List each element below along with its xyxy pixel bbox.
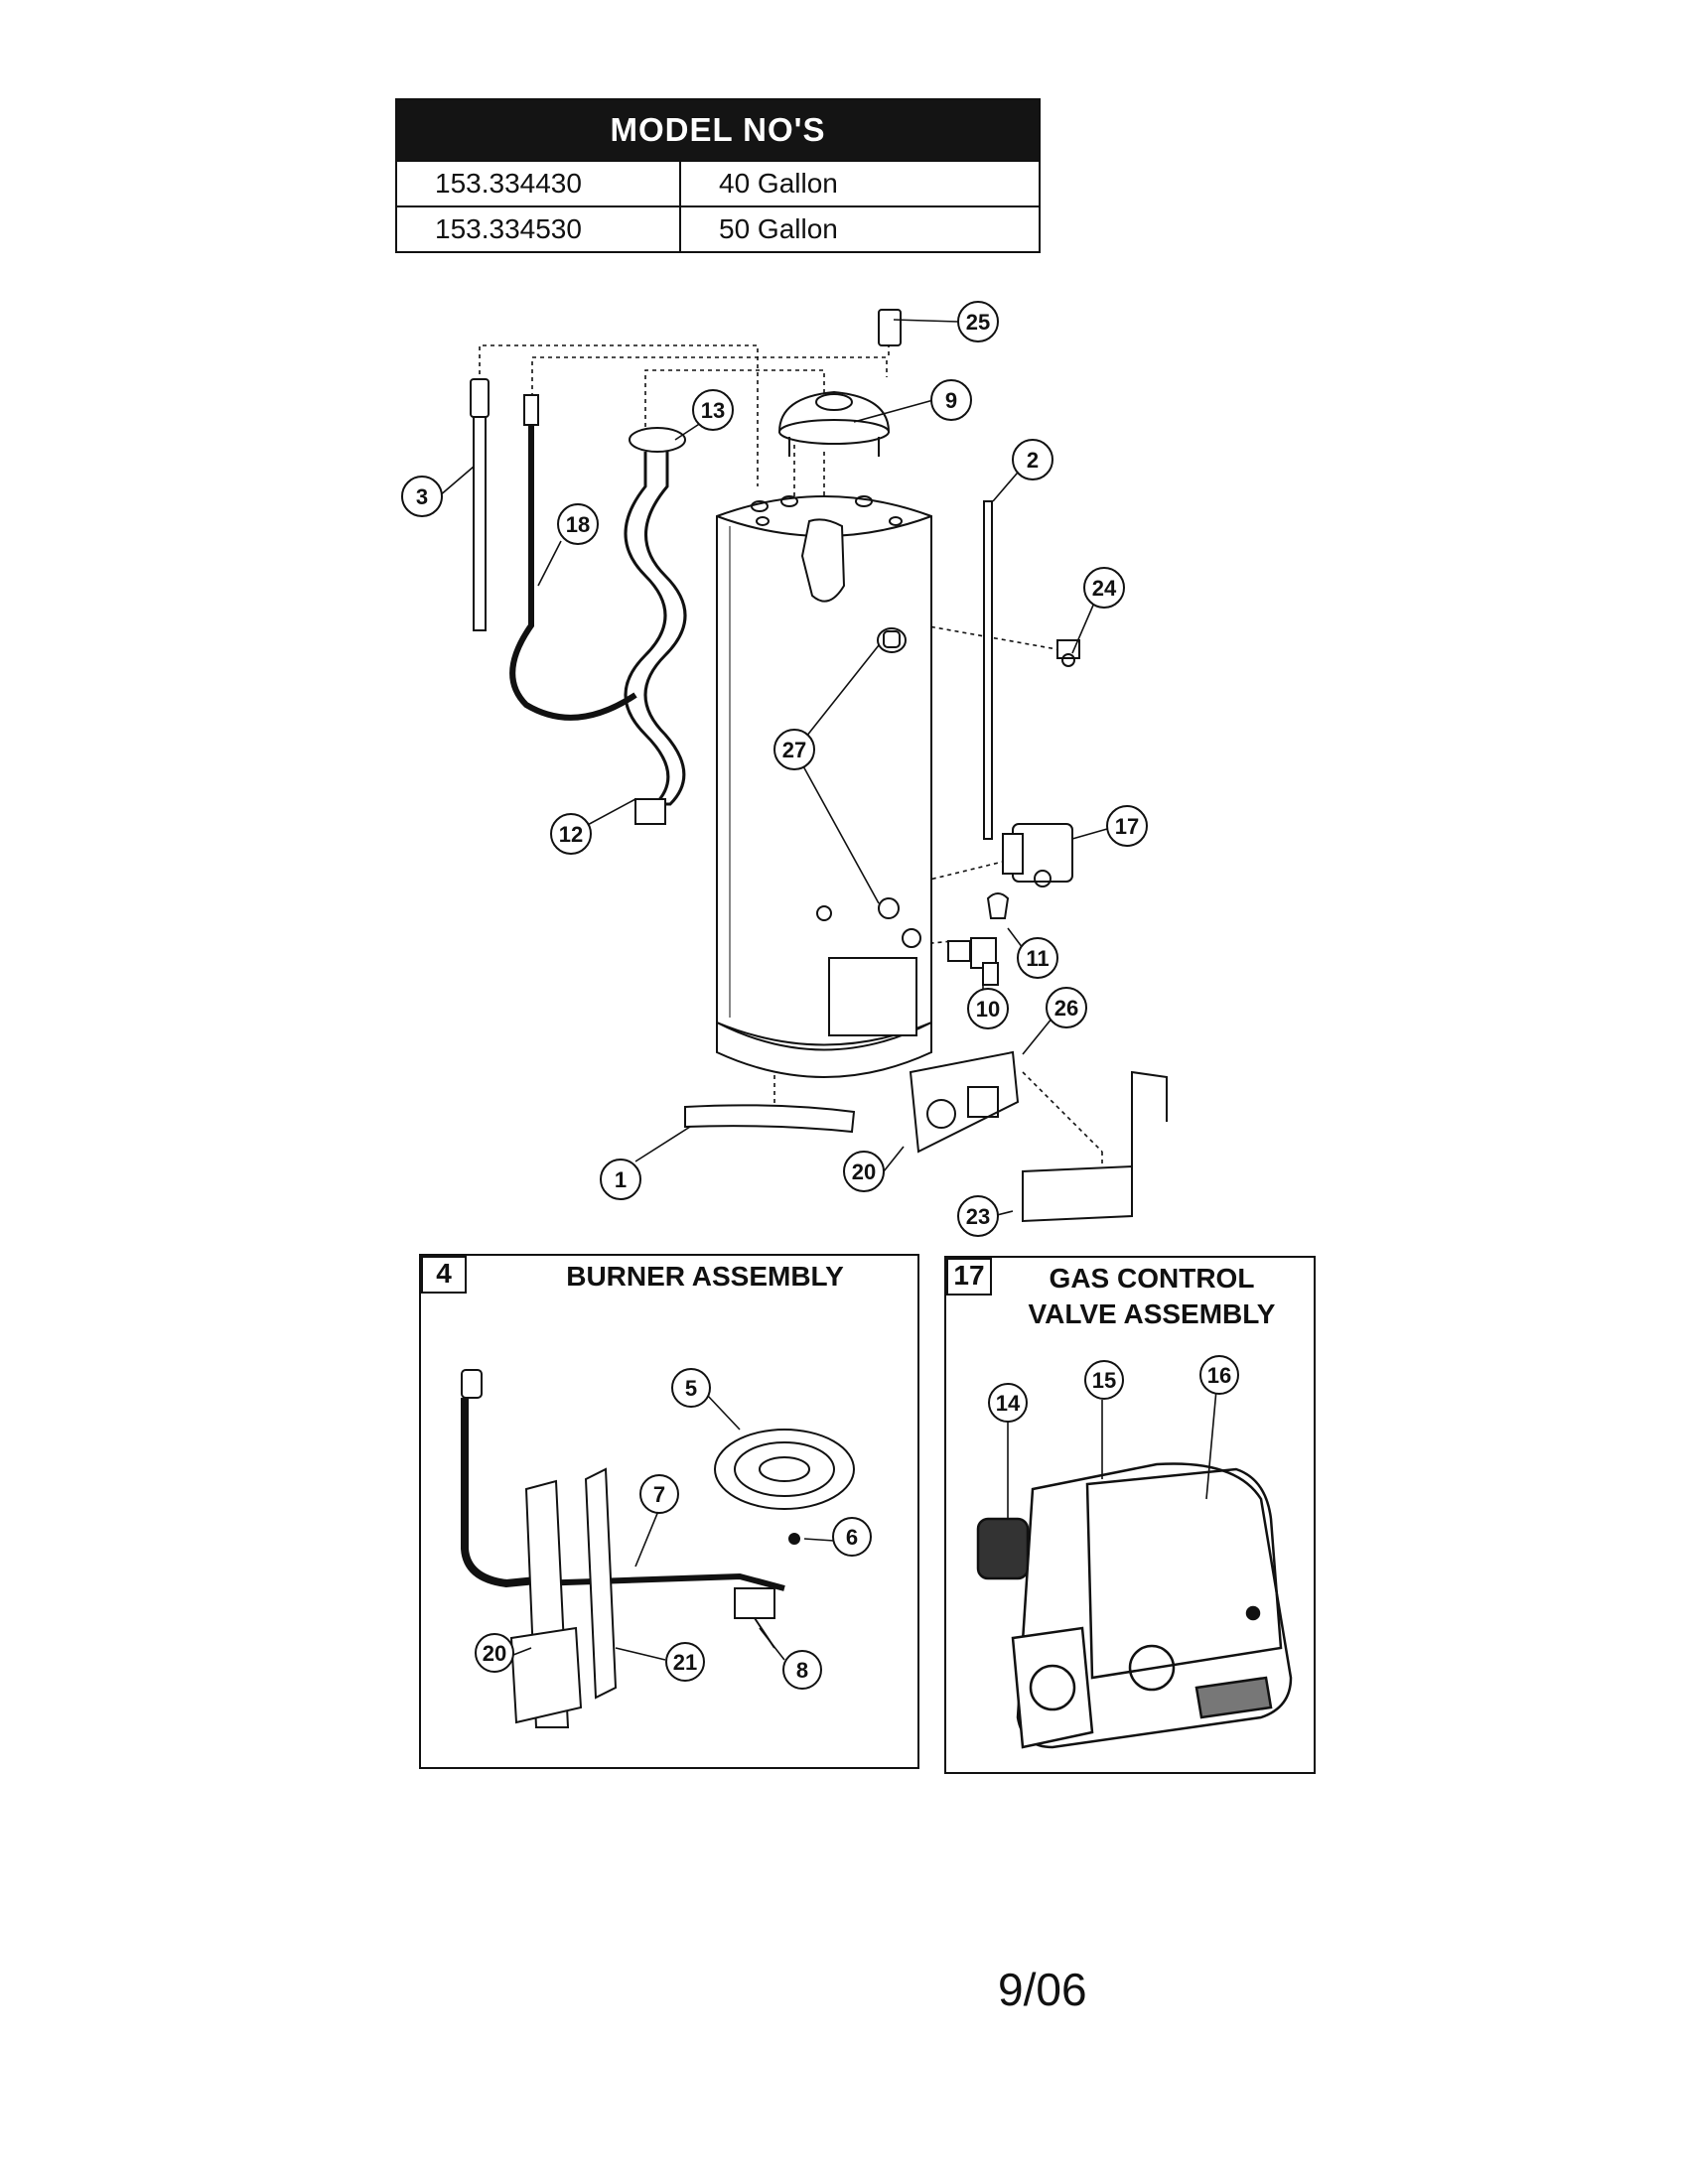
svg-text:23: 23 bbox=[966, 1204, 990, 1229]
svg-text:1: 1 bbox=[615, 1167, 627, 1192]
callouts-main: 25 9 13 2 3 18 24 27 12 17 11 10 26 20 1… bbox=[401, 301, 1148, 1237]
svg-text:16: 16 bbox=[1207, 1363, 1231, 1388]
callout-23: 23 bbox=[957, 1195, 999, 1237]
callout-5: 5 bbox=[671, 1368, 711, 1408]
svg-text:20: 20 bbox=[483, 1641, 506, 1666]
part-2-rod bbox=[983, 500, 993, 840]
svg-text:8: 8 bbox=[796, 1658, 808, 1683]
part-24-valve bbox=[1056, 639, 1080, 667]
callout-7: 7 bbox=[639, 1474, 679, 1514]
svg-text:10: 10 bbox=[976, 997, 1000, 1022]
burner-assembly-title: BURNER ASSEMBLY bbox=[566, 1261, 844, 1292]
part-3-anode-rod bbox=[470, 378, 490, 631]
part-1-base bbox=[684, 1104, 856, 1134]
model-number-cell: 153.334530 bbox=[395, 205, 681, 253]
svg-text:14: 14 bbox=[996, 1391, 1021, 1416]
part-23-outer-door bbox=[1022, 1070, 1168, 1223]
callout-12: 12 bbox=[550, 813, 592, 855]
callout-17: 17 bbox=[1106, 805, 1148, 847]
callouts-burner: 5 7 6 20 21 8 bbox=[475, 1368, 872, 1690]
burner-assembly-number: 4 bbox=[421, 1256, 467, 1294]
part-18-dip-tube bbox=[509, 394, 637, 721]
gas-control-valve-title: GAS CONTROL VALVE ASSEMBLY bbox=[998, 1261, 1306, 1332]
model-table-title: MODEL NO'S bbox=[396, 99, 1040, 161]
model-table-header-row: MODEL NO'S bbox=[396, 99, 1040, 161]
callout-6: 6 bbox=[832, 1517, 872, 1557]
callout-24: 24 bbox=[1083, 567, 1125, 609]
svg-text:25: 25 bbox=[966, 310, 990, 335]
svg-text:5: 5 bbox=[685, 1376, 697, 1401]
svg-text:12: 12 bbox=[559, 822, 583, 847]
part-11-fitting bbox=[986, 892, 1010, 919]
svg-text:17: 17 bbox=[1115, 814, 1139, 839]
callout-1: 1 bbox=[600, 1159, 641, 1200]
water-heater-tank bbox=[716, 495, 932, 1078]
capacity-cell: 40 Gallon bbox=[679, 160, 1041, 207]
svg-text:15: 15 bbox=[1092, 1368, 1116, 1393]
svg-text:2: 2 bbox=[1027, 448, 1039, 473]
table-row: 153.334430 40 Gallon bbox=[395, 160, 1041, 207]
callout-25: 26 bbox=[1046, 987, 1087, 1028]
callout-14: 14 bbox=[988, 1383, 1028, 1423]
svg-text:26: 26 bbox=[1054, 996, 1078, 1021]
svg-text:21: 21 bbox=[673, 1650, 697, 1675]
callout-21: 21 bbox=[665, 1642, 705, 1682]
svg-text:27: 27 bbox=[782, 738, 806, 762]
date-code: 9/06 bbox=[998, 1964, 1087, 2015]
callouts-gas-valve: 14 15 16 bbox=[988, 1355, 1239, 1423]
callout-8: 8 bbox=[782, 1650, 822, 1690]
gas-control-valve-inset bbox=[944, 1256, 1316, 1774]
callout-26: 25 bbox=[957, 301, 999, 342]
svg-text:13: 13 bbox=[701, 398, 725, 423]
gas-control-valve-number: 17 bbox=[946, 1258, 992, 1296]
capacity-cell: 50 Gallon bbox=[679, 205, 1041, 253]
part-12-flue-baffle bbox=[624, 427, 687, 825]
svg-text:6: 6 bbox=[846, 1525, 858, 1550]
svg-text:7: 7 bbox=[653, 1482, 665, 1507]
burner-assembly-inset bbox=[419, 1254, 919, 1769]
callout-15: 15 bbox=[1084, 1360, 1124, 1400]
callout-18: 18 bbox=[557, 503, 599, 545]
callout-10: 10 bbox=[967, 988, 1009, 1029]
gas-control-valve-drawing bbox=[976, 1389, 1293, 1749]
svg-text:20: 20 bbox=[852, 1160, 876, 1184]
gas-control-title-line2: VALVE ASSEMBLY bbox=[1028, 1298, 1276, 1329]
svg-text:3: 3 bbox=[416, 484, 428, 509]
callout-20-inset: 20 bbox=[475, 1633, 514, 1673]
svg-text:24: 24 bbox=[1092, 576, 1117, 601]
callout-13: 13 bbox=[692, 389, 734, 431]
model-table: MODEL NO'S 153.334430 40 Gallon 153.3345… bbox=[395, 98, 1041, 253]
table-row: 153.334530 50 Gallon bbox=[395, 205, 1041, 253]
gas-control-title-line1: GAS CONTROL bbox=[1049, 1263, 1255, 1294]
part-10-fitting bbox=[947, 937, 999, 986]
svg-text:9: 9 bbox=[945, 388, 957, 413]
svg-text:11: 11 bbox=[1026, 946, 1049, 971]
callout-27: 27 bbox=[773, 729, 815, 770]
callout-16: 16 bbox=[1199, 1355, 1239, 1395]
part-17-gas-valve bbox=[1002, 823, 1073, 887]
svg-text:18: 18 bbox=[566, 512, 590, 537]
part-26-fitting bbox=[878, 309, 902, 346]
callout-9: 9 bbox=[930, 379, 972, 421]
callout-11: 11 bbox=[1017, 937, 1058, 979]
callout-20: 20 bbox=[843, 1151, 885, 1192]
burner-assembly-drawing bbox=[461, 1369, 855, 1728]
part-20-inner-door bbox=[909, 1050, 1020, 1154]
callout-3: 3 bbox=[401, 476, 443, 517]
callout-2: 2 bbox=[1012, 439, 1053, 480]
part-9-draft-hood bbox=[777, 390, 891, 457]
model-number-cell: 153.334430 bbox=[395, 160, 681, 207]
